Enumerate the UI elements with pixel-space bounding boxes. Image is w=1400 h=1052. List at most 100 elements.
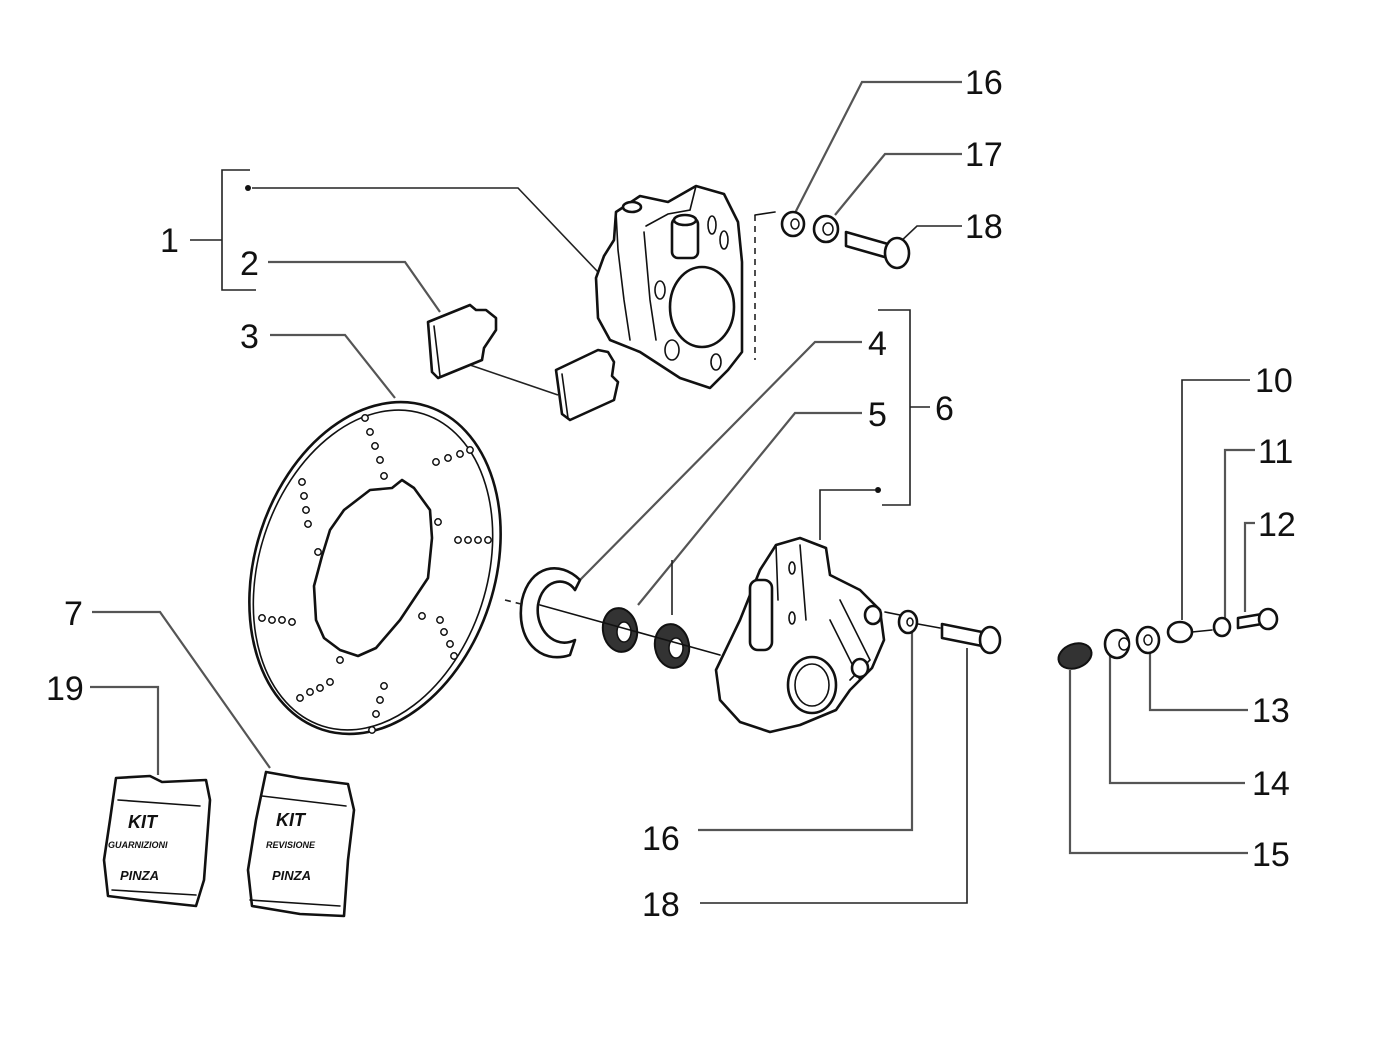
- callout-12: 12: [1258, 506, 1296, 544]
- leader-2: [268, 260, 441, 313]
- washer-16-top: [780, 210, 806, 238]
- callout-10: 10: [1255, 362, 1293, 400]
- disc-hole: [306, 688, 314, 696]
- disc-hole: [432, 458, 440, 466]
- part-10: [1166, 620, 1194, 644]
- callout-1: 1: [160, 222, 179, 260]
- leader-7: [92, 610, 271, 769]
- disc-hole: [380, 472, 388, 480]
- leader-19: [90, 685, 160, 775]
- brake-disc: [248, 400, 502, 736]
- callout-4: 4: [868, 325, 887, 363]
- leader-13: [1148, 648, 1248, 712]
- disc-hole: [304, 520, 312, 528]
- caliper-upper: [594, 184, 776, 390]
- part-15: [1057, 642, 1093, 670]
- disc-hole: [314, 548, 322, 556]
- kit-label-line1: KIT: [276, 810, 307, 830]
- callout-17: 17: [965, 136, 1003, 174]
- kit-label-line3: PINZA: [120, 868, 159, 883]
- callout-15: 15: [1252, 836, 1290, 874]
- leader-16-top: [794, 80, 962, 214]
- disc-holes: [258, 414, 492, 734]
- bolt-18-bottom: [940, 622, 1002, 655]
- callout-7: 7: [64, 595, 83, 633]
- callout-6: 6: [935, 390, 954, 428]
- callout-13: 13: [1252, 692, 1290, 730]
- disc-hole: [444, 454, 452, 462]
- disc-hole: [258, 614, 266, 622]
- callout-19: 19: [46, 670, 84, 708]
- disc-hole: [368, 726, 376, 734]
- disc-hole: [268, 616, 276, 624]
- fitting-set: [1057, 607, 1279, 670]
- bracket-1: [221, 169, 256, 291]
- axis-line: [917, 623, 941, 629]
- callout-2: 2: [240, 245, 259, 283]
- leader-2b: [469, 364, 559, 396]
- disc-hole: [376, 696, 384, 704]
- callout-14: 14: [1252, 765, 1290, 803]
- washer-16-bottom: [897, 609, 919, 635]
- disc-hole: [440, 628, 448, 636]
- washer-17: [812, 214, 840, 244]
- disc-hole: [366, 428, 374, 436]
- retaining-ring: [504, 567, 582, 659]
- disc-hole: [464, 536, 472, 544]
- disc-hole: [326, 678, 334, 686]
- callout-16-top: 16: [965, 64, 1003, 102]
- leader-16-bottom: [698, 632, 914, 832]
- kit-label-line2: GUARNIZIONI: [108, 840, 168, 850]
- callout-3: 3: [240, 318, 259, 356]
- disc-hole: [380, 682, 388, 690]
- callout-18-bottom: 18: [642, 886, 680, 924]
- brake-pad-2: [554, 348, 620, 422]
- leader-3: [270, 333, 396, 399]
- leader-18-bottom: [700, 648, 968, 904]
- brake-pads: [426, 303, 620, 422]
- disc-hole: [454, 536, 462, 544]
- disc-hole: [466, 446, 474, 454]
- disc-hole: [302, 506, 310, 514]
- leader-10: [1181, 379, 1250, 620]
- disc-hole: [298, 478, 306, 486]
- leader-14: [1108, 655, 1245, 785]
- disc-hole: [296, 694, 304, 702]
- kit-bag-gaskets: KIT GUARNIZIONI PINZA: [102, 774, 212, 908]
- leader-dot: [245, 185, 251, 191]
- leader-12: [1243, 521, 1255, 612]
- disc-hole: [446, 640, 454, 648]
- disc-hole: [456, 450, 464, 458]
- kit-label-line3: PINZA: [272, 868, 311, 883]
- callout-labels: 1 2 3 4 5 6 7 10 11 12 13 14 15 16 17 18…: [46, 64, 1296, 924]
- kit-bag-overhaul: KIT REVISIONE PINZA: [246, 770, 356, 918]
- disc-hole: [484, 536, 492, 544]
- leader-17: [834, 152, 962, 216]
- caliper-lower: [714, 536, 901, 734]
- callout-11: 11: [1258, 433, 1293, 471]
- kit-label-line2: REVISIONE: [266, 840, 316, 850]
- callout-18-top: 18: [965, 208, 1003, 246]
- callout-16-bottom: 16: [642, 820, 680, 858]
- part-11: [1212, 616, 1232, 638]
- disc-hole: [316, 684, 324, 692]
- disc-hole: [288, 618, 296, 626]
- leader-15: [1068, 670, 1248, 855]
- leader-5: [637, 411, 862, 606]
- kit-label-line1: KIT: [128, 812, 159, 832]
- leader-lines: [90, 80, 1255, 904]
- disc-hole: [434, 518, 442, 526]
- disc-hole: [278, 616, 286, 624]
- piston-seals: [539, 604, 721, 669]
- leader-4: [579, 340, 862, 581]
- leader-1-caliper: [252, 187, 599, 273]
- disc-hole: [300, 492, 308, 500]
- disc-hole: [361, 414, 369, 422]
- leader-6-caliper: [819, 489, 875, 540]
- disc-hole: [418, 612, 426, 620]
- disc-hole: [436, 616, 444, 624]
- callout-5: 5: [868, 396, 887, 434]
- bolt-18-top: [844, 230, 911, 270]
- disc-hole: [474, 536, 482, 544]
